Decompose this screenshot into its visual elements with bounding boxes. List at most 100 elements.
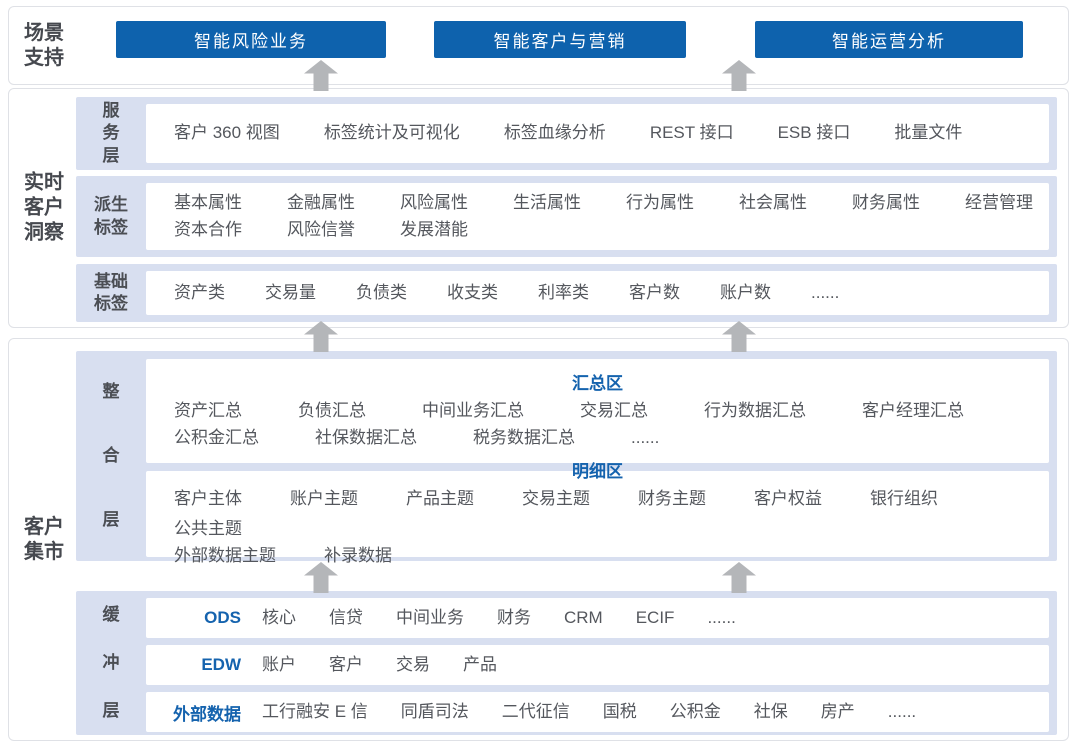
up-arrow-icon	[304, 321, 338, 352]
service-item: 标签血缘分析	[503, 123, 606, 143]
buffer-layer-label: 缓冲层	[76, 591, 146, 735]
service-item: REST 接口	[649, 123, 734, 143]
derived-tags-band: 派生标签 基本属性金融属性风险属性生活属性行为属性社会属性财务属性经营管理 资本…	[76, 176, 1057, 257]
basic-item: 交易量	[265, 282, 316, 302]
label-line: 集市	[24, 540, 64, 563]
label-line: 层	[102, 510, 120, 530]
derived-item: 经营管理	[965, 193, 1033, 213]
detail-item: 交易主题	[522, 488, 590, 508]
summary-item: 税务数据汇总	[473, 427, 575, 447]
basic-tags-label: 基础标签	[76, 264, 146, 322]
basic-tags-band: 基础标签 资产类交易量负债类收支类利率类客户数账户数......	[76, 264, 1057, 322]
derived-item: 风险信誉	[287, 219, 355, 239]
derived-item: 生活属性	[513, 193, 581, 213]
detail-item: 银行组织	[870, 488, 938, 508]
summary-items-row-2: 公积金汇总社保数据汇总税务数据汇总......	[146, 425, 1049, 451]
summary-item: 资产汇总	[174, 401, 242, 421]
summary-item: 公积金汇总	[174, 427, 259, 447]
summary-item: 负债汇总	[298, 401, 366, 421]
label-line: 基础	[94, 271, 128, 291]
label-line: 缓	[102, 604, 120, 624]
basic-item: 资产类	[174, 282, 225, 302]
label-line: 整	[102, 381, 120, 401]
ods-title: ODS	[204, 608, 241, 627]
label-line: 客户	[24, 196, 64, 219]
scenario-button-operation-analysis[interactable]: 智能运营分析	[755, 21, 1023, 58]
basic-item: 收支类	[447, 282, 498, 302]
external-data-items: 工行融安 E 信同盾司法二代征信国税公积金社保房产......	[262, 699, 916, 725]
external-data-item: ......	[887, 701, 917, 721]
detail-items-row-1: 客户主体账户主题产品主题交易主题财务主题客户权益银行组织公共主题	[146, 486, 1049, 543]
detail-item: 客户主体	[174, 488, 242, 508]
service-item: 批量文件	[894, 123, 963, 143]
edw-item: 客户	[329, 654, 363, 674]
scenario-support-section: 场景支持 智能风险业务 智能客户与营销 智能运营分析	[8, 6, 1069, 85]
derived-item: 风险属性	[400, 193, 468, 213]
basic-items: 资产类交易量负债类收支类利率类客户数账户数......	[174, 280, 1049, 306]
customer-mart-label: 客户集市	[24, 515, 64, 565]
label-line: 场景	[24, 21, 64, 44]
label-line: 冲	[102, 652, 120, 672]
label-line: 客户	[24, 515, 64, 538]
derived-items-row-2: 资本合作 风险信誉 发展潜能	[174, 217, 1049, 243]
summary-item: 行为数据汇总	[704, 401, 806, 421]
detail-area-box: 明细区 客户主体账户主题产品主题交易主题财务主题客户权益银行组织公共主题 外部数…	[146, 462, 1049, 565]
detail-item: 账户主题	[290, 488, 358, 508]
derived-item: 发展潜能	[400, 219, 468, 239]
up-arrow-icon	[722, 60, 756, 91]
external-data-item: 社保	[753, 701, 788, 721]
edw-item: 交易	[396, 654, 430, 674]
derived-item: 基本属性	[174, 193, 242, 213]
detail-item: 产品主题	[406, 488, 474, 508]
external-data-item: 工行融安 E 信	[262, 701, 368, 721]
buffer-row-edw: EDW 账户 客户 交易 产品	[146, 645, 1049, 685]
scenario-button-customer-marketing[interactable]: 智能客户与营销	[434, 21, 686, 58]
summary-item: 客户经理汇总	[862, 401, 964, 421]
label-line: 层	[102, 701, 120, 721]
summary-items-row-1: 资产汇总负债汇总中间业务汇总交易汇总行为数据汇总客户经理汇总	[146, 398, 1049, 424]
derived-item: 金融属性	[287, 193, 355, 213]
basic-item: 负债类	[356, 282, 407, 302]
external-data-item: 二代征信	[501, 701, 570, 721]
ods-item: 中间业务	[396, 607, 464, 627]
summary-area-title: 汇总区	[572, 374, 623, 394]
detail-item: 财务主题	[638, 488, 706, 508]
detail-item: 外部数据主题	[174, 545, 276, 565]
label-line: 实时	[24, 171, 64, 194]
service-item: 标签统计及可视化	[323, 123, 460, 143]
scenario-support-label: 场景支持	[24, 21, 64, 71]
edw-item: 产品	[463, 654, 497, 674]
ods-item: ......	[707, 607, 736, 627]
external-data-item: 房产	[820, 701, 855, 721]
label-line: 标签	[94, 294, 128, 313]
basic-item: 账户数	[720, 282, 771, 302]
label-line: 层	[102, 145, 120, 165]
external-data-item: 公积金	[669, 701, 721, 721]
external-data-title: 外部数据	[173, 704, 241, 724]
detail-item: 公共主题	[174, 519, 242, 539]
detail-area-title: 明细区	[572, 461, 623, 481]
ods-item: 核心	[262, 607, 296, 627]
summary-item: ......	[631, 427, 660, 447]
label-line: 支持	[24, 46, 64, 69]
ods-item: ECIF	[635, 607, 675, 627]
derived-item: 资本合作	[174, 219, 242, 239]
label-line: 合	[102, 445, 120, 465]
up-arrow-icon	[722, 321, 756, 352]
derived-item: 行为属性	[626, 193, 694, 213]
scenario-button-risk[interactable]: 智能风险业务	[116, 21, 386, 58]
label-line: 洞察	[24, 221, 64, 244]
up-arrow-icon	[722, 562, 756, 593]
edw-item: 账户	[262, 654, 296, 674]
detail-items-row-2: 外部数据主题 补录数据	[146, 543, 1049, 569]
edw-title: EDW	[201, 655, 241, 674]
detail-item: 补录数据	[324, 545, 392, 565]
edw-items: 账户 客户 交易 产品	[262, 652, 497, 678]
ods-item: 信贷	[329, 607, 363, 627]
